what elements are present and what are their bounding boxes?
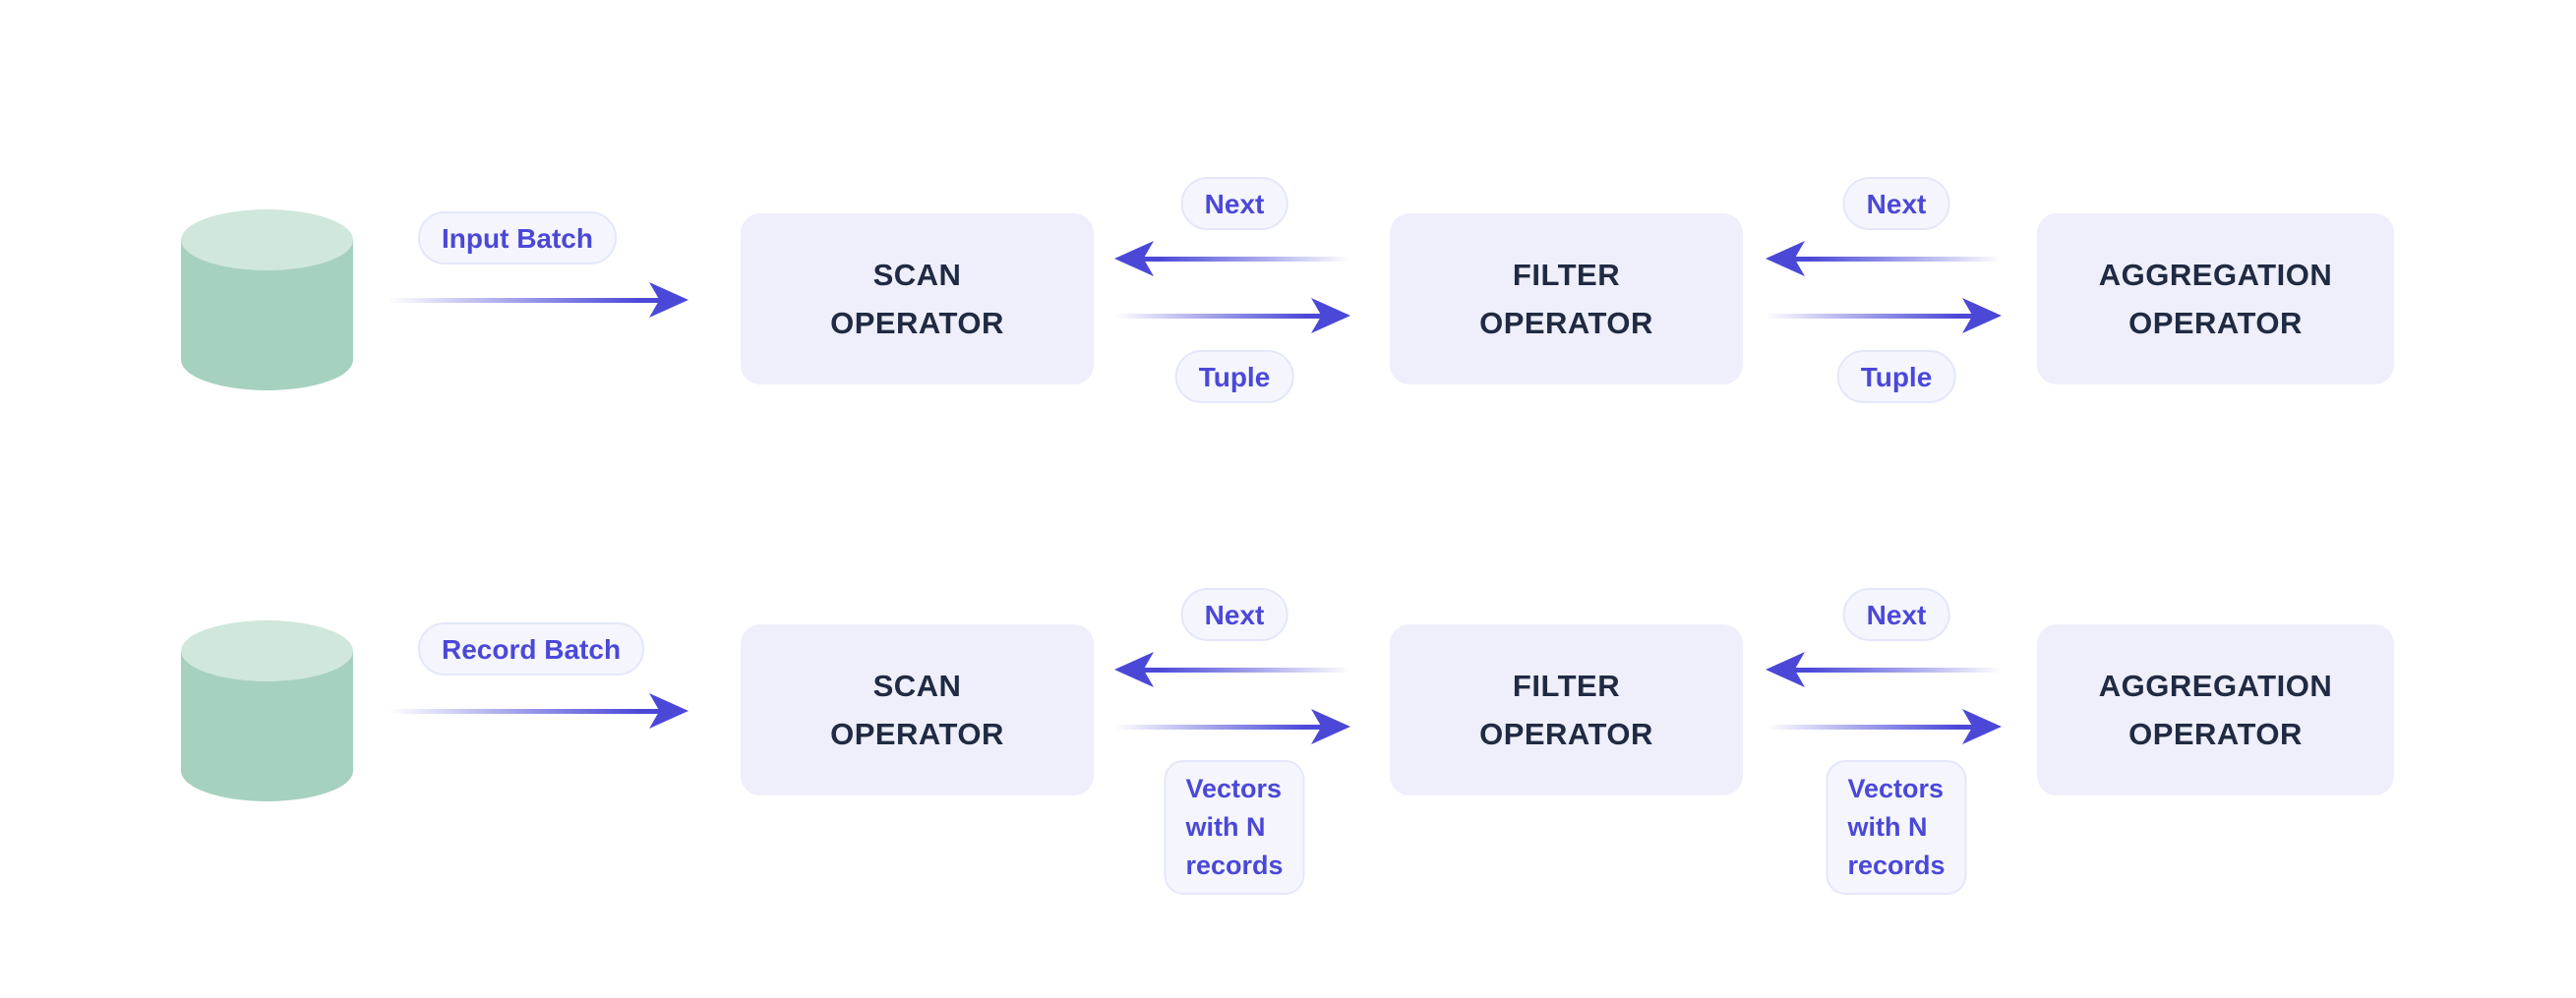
- next-label: Next: [1842, 588, 1950, 641]
- database-cylinder-bottom: [181, 329, 353, 390]
- arrow-next-filter-to-scan: [1114, 239, 1350, 278]
- next-label: Next: [1842, 177, 1950, 230]
- filter-operator-box: FILTER OPERATOR: [1390, 213, 1743, 384]
- arrow-source-to-scan: [388, 280, 689, 320]
- vectors-label-line: records: [1847, 851, 1946, 880]
- scan-operator-box: SCAN OPERATOR: [741, 624, 1094, 795]
- arrow-shaft: [1766, 724, 1974, 730]
- vectors-label: Vectors with N records: [1826, 760, 1967, 895]
- next-label: Next: [1180, 177, 1288, 230]
- operator-label-line: FILTER: [1512, 257, 1621, 292]
- aggregation-operator-box: AGGREGATION OPERATOR: [2037, 624, 2394, 795]
- vectors-label-line: with N: [1847, 812, 1928, 842]
- database-cylinder-bottom: [181, 740, 353, 801]
- arrow-tuple-scan-to-filter: [1114, 296, 1350, 335]
- vectors-label: Vectors with N records: [1164, 760, 1305, 895]
- tuple-label: Tuple: [1174, 350, 1294, 403]
- arrow-shaft: [1142, 667, 1350, 673]
- arrow-vectors-scan-to-filter: [1114, 707, 1350, 746]
- operator-label-line: AGGREGATION: [2098, 257, 2333, 292]
- arrow-shaft: [1766, 313, 1974, 319]
- operator-label-line: AGGREGATION: [2098, 668, 2333, 703]
- vectors-label-line: with N: [1185, 812, 1266, 842]
- tuple-label: Tuple: [1836, 350, 1956, 403]
- operator-label-line: FILTER: [1512, 668, 1621, 703]
- vectors-label-line: Vectors: [1185, 774, 1283, 803]
- operator-label-line: OPERATOR: [830, 716, 1004, 751]
- arrow-next-aggregation-to-filter: [1766, 650, 2002, 689]
- arrow-tuple-filter-to-aggregation: [1766, 296, 2002, 335]
- arrow-shaft: [1793, 667, 2002, 673]
- vectors-label-line: Vectors: [1847, 774, 1945, 803]
- arrow-shaft: [388, 708, 661, 714]
- operator-label-line: OPERATOR: [1479, 716, 1653, 751]
- operator-label-line: OPERATOR: [2128, 305, 2303, 340]
- aggregation-operator-box: AGGREGATION OPERATOR: [2037, 213, 2394, 384]
- operator-label-line: OPERATOR: [2128, 716, 2303, 751]
- arrow-next-filter-to-scan: [1114, 650, 1350, 689]
- database-cylinder-top: [181, 620, 353, 681]
- operator-label-line: OPERATOR: [830, 305, 1004, 340]
- scan-operator-box: SCAN OPERATOR: [741, 213, 1094, 384]
- arrow-vectors-filter-to-aggregation: [1766, 707, 2002, 746]
- source-label: Record Batch: [418, 622, 645, 675]
- operator-label-line: OPERATOR: [1479, 305, 1653, 340]
- filter-operator-box: FILTER OPERATOR: [1390, 624, 1743, 795]
- arrow-source-to-scan: [388, 691, 689, 731]
- vectors-label-line: records: [1185, 851, 1284, 880]
- database-icon: [181, 209, 353, 390]
- operator-label-line: SCAN: [872, 257, 962, 292]
- database-icon: [181, 620, 353, 801]
- database-cylinder-top: [181, 209, 353, 270]
- source-label: Input Batch: [418, 211, 617, 264]
- arrow-shaft: [388, 297, 661, 303]
- arrow-next-aggregation-to-filter: [1766, 239, 2002, 278]
- operator-label-line: SCAN: [872, 668, 962, 703]
- arrow-shaft: [1793, 256, 2002, 262]
- arrow-shaft: [1142, 256, 1350, 262]
- arrow-shaft: [1114, 724, 1323, 730]
- next-label: Next: [1180, 588, 1288, 641]
- arrow-shaft: [1114, 313, 1323, 319]
